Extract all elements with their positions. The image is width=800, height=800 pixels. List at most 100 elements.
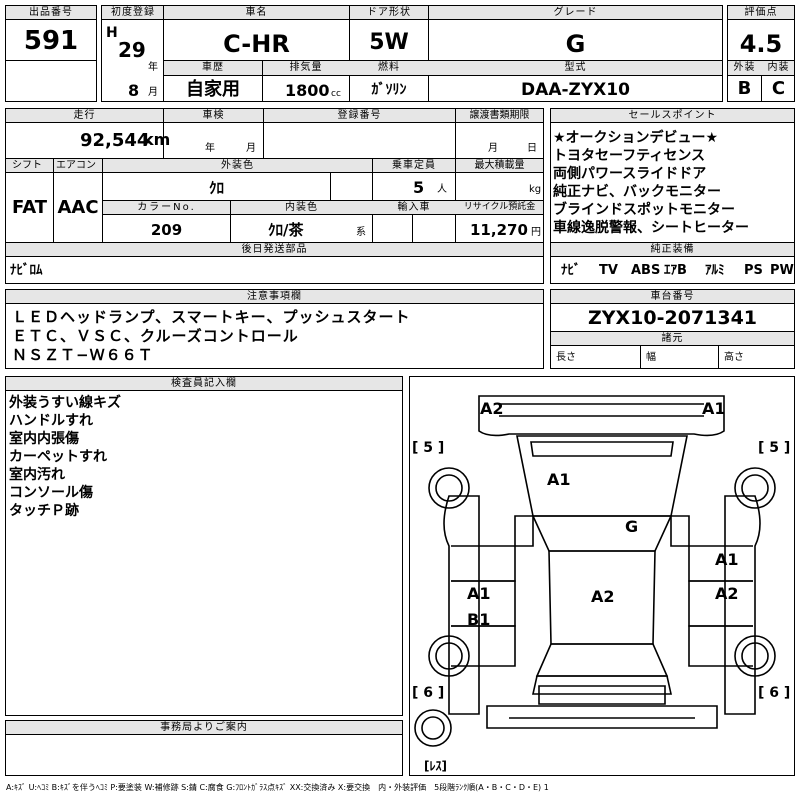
max-load-label: 最大積載量 xyxy=(474,160,525,171)
mileage-label: 走行 xyxy=(73,110,96,121)
transfer-deadline-label: 譲渡書類期限 xyxy=(469,110,530,121)
equip-nav: ﾅﾋﾞ xyxy=(561,263,581,278)
ac-label: エアコン xyxy=(56,160,96,171)
ext-grade: B xyxy=(737,78,752,99)
reg-year: 29 xyxy=(118,38,146,62)
mark-front-left: A2 xyxy=(480,399,504,418)
sales-line-4: 純正ナビ、バックモニター xyxy=(553,184,721,200)
score-label: 評価点 xyxy=(744,7,778,18)
inspector-line-7: タッチＰ跡 xyxy=(9,503,79,519)
office-label: 事務局よりご案内 xyxy=(160,722,248,733)
mark-roof: A2 xyxy=(591,587,615,606)
int-color-label: 内装色 xyxy=(285,202,318,213)
chassis-label: 車台番号 xyxy=(650,291,695,302)
grade: G xyxy=(565,30,586,58)
notes-line-3: ＮＳＺＴ−Ｗ６６Ｔ xyxy=(12,346,154,364)
equip-ps: PS xyxy=(744,263,763,278)
recycle-unit: 円 xyxy=(531,227,541,238)
vehicle-header-box xyxy=(101,5,723,102)
inspector-box xyxy=(5,376,403,716)
km-unit: km xyxy=(143,130,171,149)
lot-number-box xyxy=(5,5,97,102)
int-color-suffix: 系 xyxy=(356,227,366,238)
inspector-line-1: 外装うすい線キズ xyxy=(9,395,121,411)
lot-number-label: 出品番号 xyxy=(29,7,73,18)
later-parts: ﾅﾋﾞﾛﾑ xyxy=(10,263,43,278)
notes-line-2: ＥＴＣ、ＶＳＣ、クルーズコントロール xyxy=(12,327,299,345)
car-name: C-HR xyxy=(223,30,290,58)
ext-color-label: 外装色 xyxy=(221,160,254,171)
equip-pw: PW xyxy=(770,263,794,278)
equip-alloy: ｱﾙﾐ xyxy=(705,263,725,278)
inspector-line-3: 室内内張傷 xyxy=(9,431,79,447)
chassis-number: ZYX10-2071341 xyxy=(587,307,758,329)
sales-line-3: 両側パワースライドドア xyxy=(553,166,707,182)
import-label: 輸入車 xyxy=(397,202,431,213)
notes-box xyxy=(5,289,544,369)
lot-number: 591 xyxy=(23,26,79,56)
inspection-label: 車検 xyxy=(202,110,225,121)
capacity: 5 xyxy=(413,178,425,197)
int-label: 内装 xyxy=(767,62,790,73)
later-parts-label: 後日発送部品 xyxy=(241,244,308,255)
shift: FAT xyxy=(11,197,48,218)
tire-rear-left: [ 6 ] xyxy=(412,685,445,701)
int-color: ｸﾛ/茶 xyxy=(268,221,304,239)
height-label: 高さ xyxy=(724,352,744,363)
model: DAA-ZYX10 xyxy=(521,80,630,100)
int-grade: C xyxy=(771,78,786,99)
shift-label: シフト xyxy=(12,160,42,171)
tire-rear-right: [ 6 ] xyxy=(758,685,791,701)
capacity-label: 乗車定員 xyxy=(392,160,436,171)
month-suffix: 月 xyxy=(148,87,158,98)
displacement-label: 排気量 xyxy=(289,62,323,73)
fuel-label: 燃料 xyxy=(378,62,400,73)
sales-line-5: ブラインドスポットモニター xyxy=(553,202,735,218)
mark-left-door: A1 xyxy=(467,584,491,603)
model-label: 型式 xyxy=(564,62,587,73)
mark-windshield: G xyxy=(625,517,639,536)
legend: A:ｷｽﾞ U:ﾍｺﾐ B:ｷｽﾞを伴うﾍｺﾐ P:要塗装 W:補修跡 S:錆 … xyxy=(6,783,549,792)
sales-line-2: トヨタセーフティセンス xyxy=(553,148,706,164)
color-no-label: カラーNo. xyxy=(137,202,196,213)
dims-label: 諸元 xyxy=(661,333,684,344)
reg-no-label: 登録番号 xyxy=(337,110,382,121)
sales-points-label: セールスポイント xyxy=(628,110,717,121)
equip-abs: ABS xyxy=(631,263,661,278)
displacement: 1800 xyxy=(285,81,330,100)
office-box xyxy=(5,720,403,776)
notes-line-1: ＬＥＤヘッドランプ、スマートキー、プッシュスタート xyxy=(12,308,411,326)
notes-label: 注意事項欄 xyxy=(247,291,302,302)
fuel: ｶﾞｿﾘﾝ xyxy=(371,82,407,98)
cc-unit: cc xyxy=(331,89,341,99)
transfer-day-unit: 日 xyxy=(527,143,537,154)
ac: AAC xyxy=(57,197,99,218)
max-load-unit: kg xyxy=(529,184,542,195)
first-reg-label: 初度登録 xyxy=(111,7,155,18)
inspection-month-unit: 月 xyxy=(246,143,256,154)
sales-line-1: ★オークションデビュー★ xyxy=(553,130,719,146)
ext-label: 外装 xyxy=(733,62,756,73)
tire-front-left: [ 5 ] xyxy=(412,440,445,456)
mileage: 92,544 xyxy=(80,130,150,151)
equip-airbag: ｴｱB xyxy=(664,263,687,278)
ext-color: ｸﾛ xyxy=(208,179,224,197)
history: 自家用 xyxy=(186,79,240,100)
inspector-line-4: カーペットすれ xyxy=(9,449,107,465)
recycle-fee: 11,270 xyxy=(470,221,528,239)
damage-diagram-box xyxy=(409,376,795,776)
car-name-label: 車名 xyxy=(245,7,268,18)
mark-right-rear-door: A2 xyxy=(715,584,739,603)
grade-label: グレード xyxy=(553,7,598,18)
recycle-label: リサイクル預託金 xyxy=(463,202,536,212)
inspection-year-unit: 年 xyxy=(205,143,215,154)
capacity-unit: 人 xyxy=(437,184,447,195)
overall-score: 4.5 xyxy=(739,30,783,58)
history-label: 車歴 xyxy=(202,62,224,73)
inspector-line-5: 室内汚れ xyxy=(9,467,65,483)
sales-line-6: 車線逸脱警報、シートヒーター xyxy=(553,220,749,236)
car-diagram xyxy=(414,395,776,747)
tire-front-right: [ 5 ] xyxy=(758,440,791,456)
era: H xyxy=(106,25,118,41)
spare-tire: [ﾚｽ] xyxy=(424,759,447,773)
